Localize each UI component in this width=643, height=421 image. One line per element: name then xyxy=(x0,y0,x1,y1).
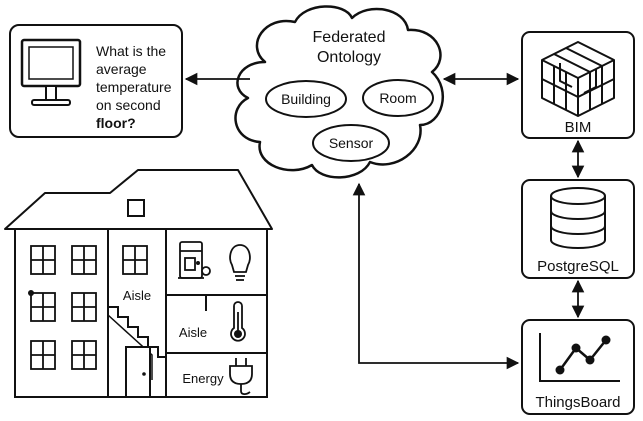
attic-window xyxy=(127,199,145,217)
arrow-cloud-thingsboard xyxy=(352,182,520,370)
left-windows xyxy=(30,245,97,370)
coffee-machine-icon xyxy=(178,241,211,279)
query-line-4: on second xyxy=(96,97,161,113)
database-icon xyxy=(550,187,606,249)
concept-sensor-label: Sensor xyxy=(329,135,374,151)
thermometer-icon xyxy=(230,301,246,342)
query-line-1: What is the xyxy=(96,43,166,59)
building-illustration xyxy=(4,169,273,398)
concept-sensor-node xyxy=(312,124,390,162)
monitor-icon xyxy=(20,38,82,106)
concept-room-node xyxy=(362,79,434,117)
concept-room-label: Room xyxy=(379,90,416,106)
bim-cube-icon xyxy=(541,41,615,117)
front-door xyxy=(125,346,151,398)
line-chart-icon xyxy=(539,333,620,382)
ontology-title-line-2: Ontology xyxy=(317,49,381,66)
light-bulb-icon xyxy=(229,244,251,281)
thingsboard-node: ThingsBoard xyxy=(521,319,635,415)
connectors xyxy=(184,72,585,370)
concept-building-node xyxy=(265,80,347,118)
query-panel: What is the average temperature on secon… xyxy=(9,24,183,138)
bim-node: BIM xyxy=(521,31,635,139)
room-label-aisle-lower: Aisle xyxy=(179,325,207,340)
ontology-cloud: Federated Ontology Building Room Sensor xyxy=(234,5,445,179)
bim-label: BIM xyxy=(565,119,592,136)
thingsboard-label: ThingsBoard xyxy=(535,394,620,411)
query-line-5: floor? xyxy=(96,115,136,131)
stairs xyxy=(108,306,166,358)
room-label-aisle-upper: Aisle xyxy=(123,288,151,303)
wall-sensor-dot xyxy=(28,290,34,296)
middle-window xyxy=(122,245,148,275)
postgres-label: PostgreSQL xyxy=(537,258,619,275)
plug-icon xyxy=(229,358,253,396)
room-label-energy: Energy xyxy=(182,371,224,386)
concept-building-label: Building xyxy=(281,91,331,107)
postgres-node: PostgreSQL xyxy=(521,179,635,279)
ontology-title-line-1: Federated xyxy=(313,29,386,46)
query-line-2: average xyxy=(96,61,147,77)
query-line-3: temperature xyxy=(96,79,172,95)
